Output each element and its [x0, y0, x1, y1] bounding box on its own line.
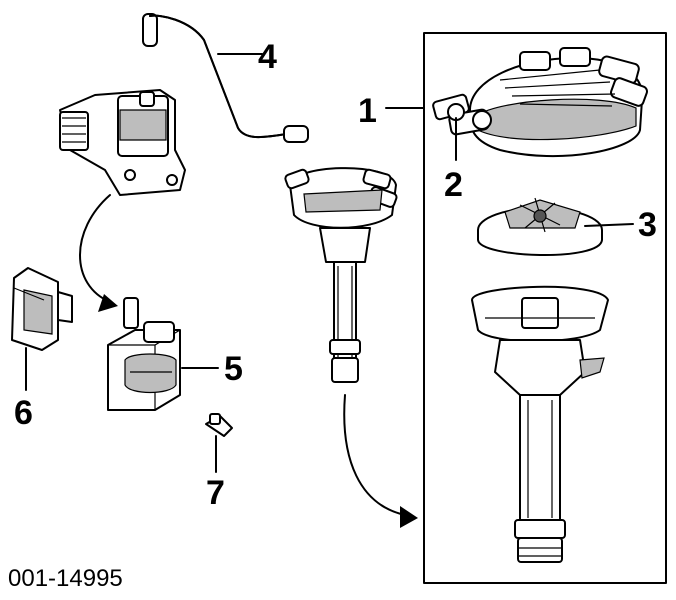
callout-4: 4 — [258, 38, 277, 76]
assembly-arrowhead — [98, 294, 118, 312]
callout-3: 3 — [638, 206, 657, 244]
callout-7: 7 — [206, 474, 225, 512]
figure-id: 001-14995 — [8, 565, 123, 592]
detail-arrow — [343, 394, 406, 516]
callout-6: 6 — [14, 394, 33, 432]
detail-arrowhead — [400, 506, 418, 528]
distributor-assembled — [284, 167, 398, 383]
callout-5: 5 — [224, 350, 243, 388]
leader-3 — [584, 223, 634, 227]
detail-frame — [423, 32, 667, 584]
ignition-coil-bracket-assembly — [59, 89, 186, 196]
distributor-housing — [471, 285, 609, 563]
distributor-cap — [432, 47, 648, 158]
rotor — [477, 197, 603, 257]
callout-2: 2 — [444, 166, 463, 204]
sensor — [205, 413, 233, 437]
ignition-coil — [107, 297, 181, 411]
assembly-arrow — [79, 194, 111, 303]
ignition-module — [11, 267, 73, 351]
coil-wire — [142, 13, 309, 143]
callout-1: 1 — [358, 92, 377, 130]
